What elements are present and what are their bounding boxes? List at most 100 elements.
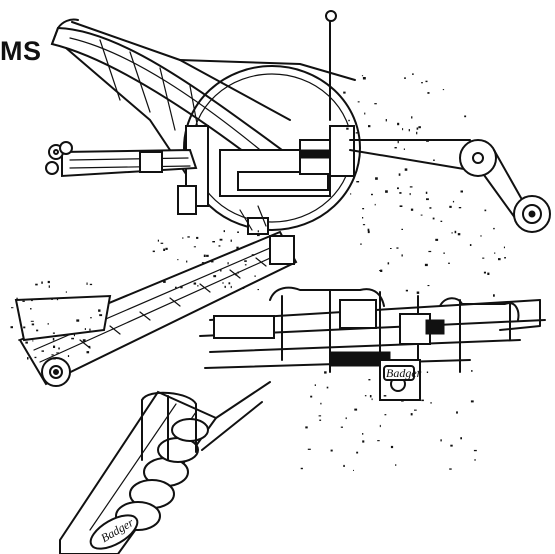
speckle (482, 257, 485, 259)
speckle (157, 239, 159, 242)
speckle (426, 371, 429, 373)
speckle (310, 395, 313, 398)
left-stub-conveyor (45, 141, 198, 178)
speckle (390, 248, 392, 249)
speckle (417, 370, 419, 373)
speckle (345, 417, 347, 420)
speckle (163, 280, 166, 283)
speckle (498, 258, 501, 261)
speckle (451, 232, 453, 234)
speckle (456, 411, 458, 414)
speckle (390, 445, 394, 449)
speckle (343, 91, 346, 94)
speckle (237, 231, 239, 233)
speckle (394, 147, 397, 149)
speckle (318, 415, 322, 417)
speckle (355, 132, 359, 134)
speckle (380, 269, 383, 272)
speckle (41, 281, 43, 284)
speckle (364, 395, 367, 397)
speckle (484, 209, 487, 212)
speckle (324, 371, 327, 374)
speckle (222, 282, 224, 284)
speckle (34, 356, 37, 359)
speckle (473, 449, 477, 452)
speckle (98, 309, 101, 312)
speckle (408, 129, 410, 132)
speckle (399, 205, 403, 207)
speckle (186, 260, 188, 263)
speckle (416, 131, 418, 135)
frame-conveyor (199, 286, 546, 401)
speckle (67, 355, 70, 357)
speckle (163, 248, 166, 251)
speckle (493, 227, 495, 230)
speckle (409, 186, 413, 188)
heading-text: MS (0, 36, 42, 66)
speckle (201, 262, 205, 264)
speckle (426, 198, 429, 201)
speckle (16, 297, 18, 300)
speckle (76, 319, 80, 322)
speckle (212, 241, 215, 243)
speckle (84, 328, 86, 330)
speckle (449, 205, 452, 208)
speckle (180, 285, 183, 289)
speckle (362, 217, 364, 219)
speckle (503, 246, 505, 249)
speckle (454, 230, 457, 234)
speckle (152, 250, 155, 253)
speckle (371, 398, 373, 401)
speckle (32, 340, 34, 342)
speckle (426, 139, 429, 142)
speckle (71, 337, 74, 340)
speckle (307, 448, 311, 450)
speckle (353, 469, 354, 471)
speckle (230, 285, 232, 289)
speckle (11, 307, 14, 309)
speckle (254, 275, 256, 277)
speckle (350, 193, 352, 195)
speckle (234, 274, 238, 276)
speckle (224, 285, 226, 288)
speckle (474, 459, 476, 461)
speckle (397, 140, 399, 144)
speckle (379, 424, 381, 428)
speckle (450, 444, 453, 447)
speckle (30, 308, 32, 310)
speckle (410, 413, 413, 416)
speckle (403, 148, 405, 150)
speckle (18, 339, 21, 341)
speckle (493, 294, 495, 297)
speckle (175, 286, 177, 289)
speckle (440, 220, 443, 222)
speckle (52, 332, 55, 334)
brand-plate: Badger (383, 365, 422, 381)
speckle (230, 239, 232, 242)
speckle (193, 246, 196, 248)
speckle (397, 187, 399, 190)
speckle (401, 254, 403, 257)
speckle (362, 224, 366, 226)
speckle (213, 275, 217, 278)
speckle (421, 399, 424, 402)
speckle (211, 260, 214, 263)
speckle (374, 203, 376, 206)
speckle (89, 283, 93, 286)
debris-speckles (10, 73, 506, 471)
speckle (86, 351, 90, 354)
speckle (424, 263, 428, 267)
speckle (182, 237, 184, 239)
speckle (418, 126, 421, 129)
speckle (165, 247, 168, 250)
speckle (356, 181, 360, 183)
speckle (99, 314, 103, 317)
right-pulley-arm (349, 139, 551, 233)
speckle (401, 228, 403, 230)
speckle (314, 384, 316, 386)
speckle (27, 357, 29, 360)
speckle (458, 207, 462, 209)
speckle (25, 341, 28, 344)
speckle (385, 119, 387, 122)
